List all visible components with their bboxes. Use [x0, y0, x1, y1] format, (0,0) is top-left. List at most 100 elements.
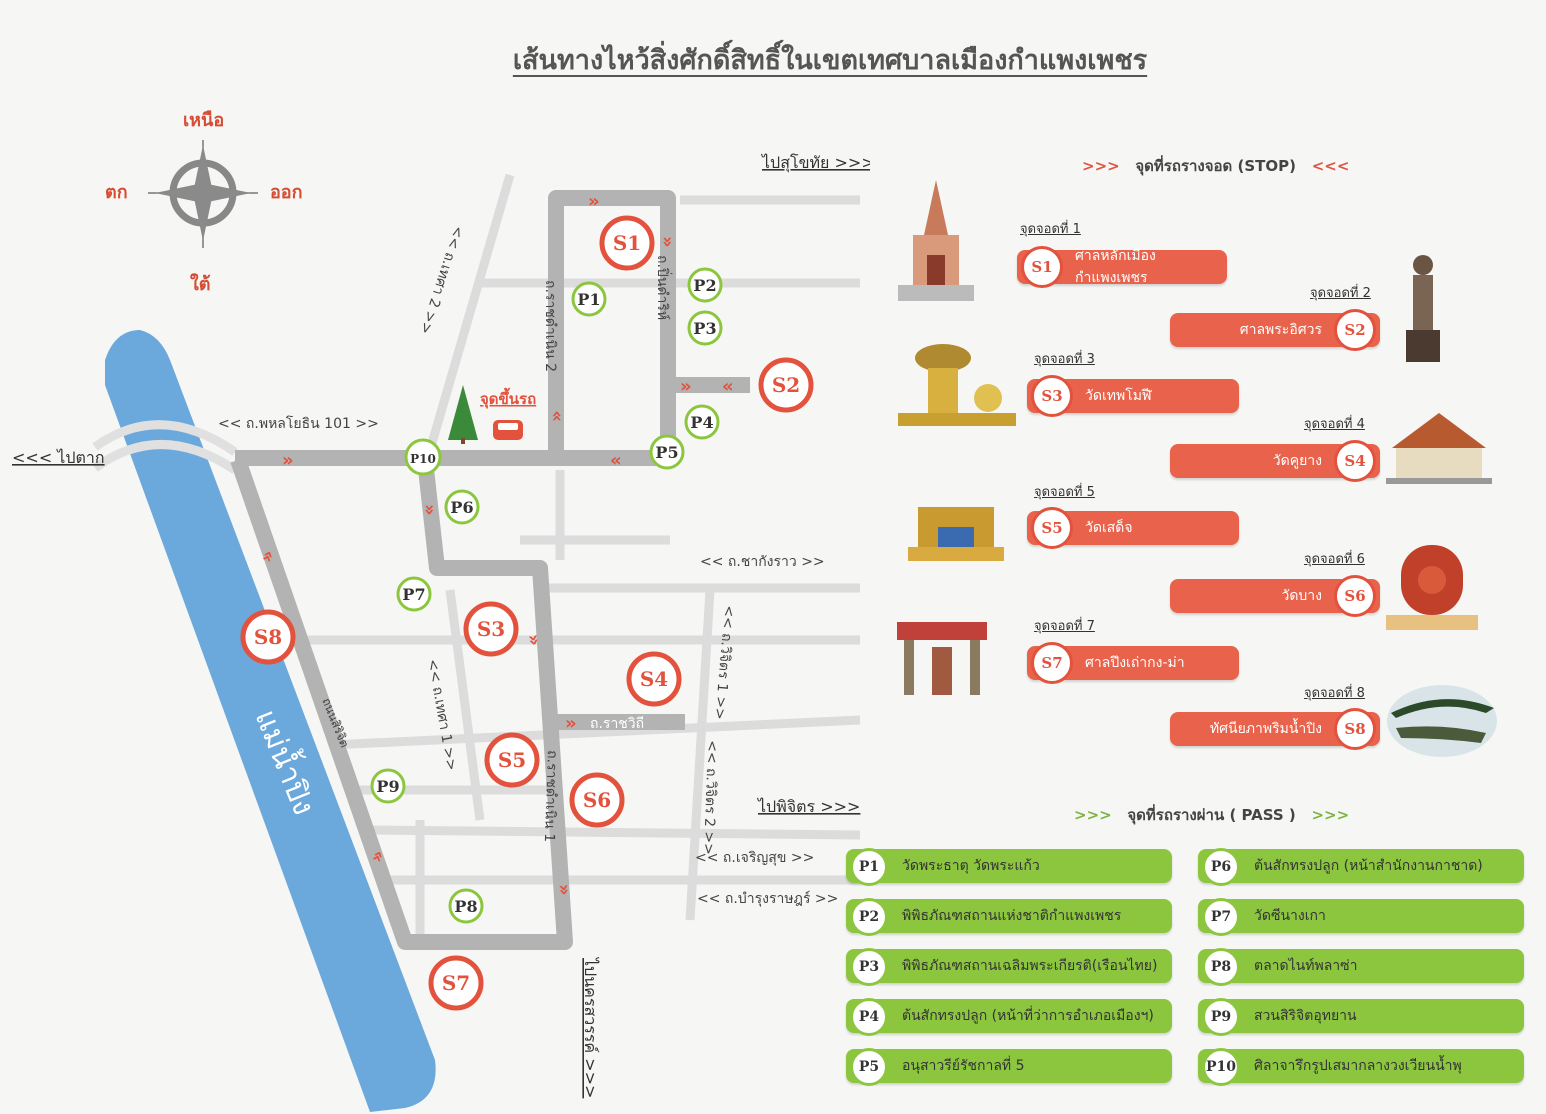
pass-badge: P3 — [850, 948, 888, 986]
road-ratchadamnoen2: ถ.ราชดำเนิน 2 — [542, 280, 558, 372]
stop-label-s8: จุดจอดที่ 8 — [1304, 686, 1365, 701]
stop-label-s4: จุดจอดที่ 4 — [1304, 417, 1365, 432]
stop-item-s7[interactable]: ศาลปึงเถ่ากง-ม่า S7 — [1027, 642, 1239, 684]
pass-name: วัดพระธาตุ วัดพระแก้ว — [902, 858, 1040, 874]
stop-name: ศาลปึงเถ่ากง-ม่า — [1085, 655, 1185, 671]
pass-item-p3[interactable]: P3 พิพิธภัณฑสถานเฉลิมพระเกียรติ(เรือนไทย) — [846, 948, 1172, 986]
road-thesa2: << ถ.เทศา 2 >> — [416, 224, 466, 336]
compass-south: ใต้ — [190, 273, 210, 295]
map-pass-p10[interactable]: P10 — [404, 438, 442, 476]
pass-name: พิพิธภัณฑสถานเฉลิมพระเกียรติ(เรือนไทย) — [902, 958, 1158, 974]
road-ratchadamnoen1: ถ.ราชดำเนิน 1 — [541, 750, 560, 843]
map-stop-s2[interactable]: S2 — [758, 357, 814, 413]
map-stop-s7[interactable]: S7 — [428, 955, 484, 1011]
stop-name: วัดเทพโมฬี — [1085, 388, 1152, 404]
stop-name: ศาลพระอิศวร — [1239, 322, 1322, 338]
bridge — [92, 420, 238, 474]
map-pass-p2[interactable]: P2 — [687, 267, 723, 303]
map-pass-label: P8 — [454, 897, 477, 916]
pass-name: ต้นสักทรงปลูก (หน้าที่ว่าการอำเภอเมืองฯ) — [902, 1008, 1154, 1024]
pickup-point: จุดขึ้นรถ — [448, 385, 536, 444]
map-pass-p7[interactable]: P7 — [396, 576, 432, 612]
map-stop-s1[interactable]: S1 — [599, 215, 655, 271]
stop-badge: S7 — [1031, 642, 1073, 684]
svg-text:»: » — [588, 191, 600, 212]
shiva-statue-photo — [1406, 255, 1440, 362]
stop-item-s3[interactable]: วัดเทพโมฬีS3 — [1027, 375, 1239, 417]
compass-east: ออก — [270, 182, 303, 203]
map-pass-label: P3 — [693, 319, 716, 338]
road-phahol: << ถ.พหลโยธิน 101 >> — [218, 415, 379, 432]
pass-badge: P8 — [1202, 948, 1240, 986]
map-stop-label: S2 — [772, 373, 800, 397]
pass-item-p5[interactable]: P5 อนุสาวรีย์รัชกาลที่ 5 — [846, 1048, 1172, 1086]
direction-nakhonsawan: ไปนครสวรรค์ >>> — [581, 956, 600, 1098]
pass-name: วัดซีนางเกา — [1254, 908, 1326, 924]
stop-name: วัดคูยาง — [1272, 453, 1322, 469]
route-arrows: » » » « « » » » » » » » » — [256, 191, 734, 897]
stop-badge: S4 — [1334, 440, 1376, 482]
stop-arrows-left: >>> — [1082, 157, 1120, 175]
pass-arrows-right: >>> — [1311, 806, 1350, 824]
road-bamrung: << ถ.บำรุงราษฎร์ >> — [697, 890, 838, 907]
stop-item-s4[interactable]: วัดคูยาง S4 — [1170, 440, 1380, 482]
pass-name: อนุสาวรีย์รัชกาลที่ 5 — [902, 1058, 1025, 1074]
road-ratchawithi: ถ.ราชวิถี — [590, 716, 644, 732]
map-pass-p1[interactable]: P1 — [571, 281, 607, 317]
map-stop-label: S8 — [254, 625, 282, 649]
map-pass-label: P4 — [690, 413, 713, 432]
map-pass-p3[interactable]: P3 — [687, 310, 723, 346]
temple-4-photo — [1386, 413, 1492, 484]
map-pass-label: P9 — [376, 777, 399, 796]
stop-arrows-right: <<< — [1311, 157, 1350, 175]
map-stop-s6[interactable]: S6 — [569, 772, 625, 828]
pass-name: พิพิธภัณฑสถานแห่งชาติกำแพงเพชร — [902, 908, 1122, 924]
pass-badge: P10 — [1202, 1048, 1240, 1086]
map-stop-s5[interactable]: S5 — [484, 732, 540, 788]
stop-label-s6: จุดจอดที่ 6 — [1304, 552, 1365, 567]
svg-text:»: » — [522, 632, 545, 647]
temple-5-photo — [908, 507, 1004, 561]
stop-section-text: จุดที่รถรางจอด (STOP) — [1135, 157, 1297, 175]
svg-text:«: « — [722, 376, 734, 397]
stop-name: วัดเสด็จ — [1085, 520, 1133, 536]
tree-icon — [448, 385, 478, 440]
stop-name: ทัศนียภาพริมน้ำปิง — [1209, 721, 1322, 737]
pass-badge: P5 — [850, 1048, 888, 1086]
pass-section-title: >>> จุดที่รถรางผ่าน ( PASS ) >>> — [1074, 803, 1349, 827]
road-wichit2: << ถ.วิจิตร 2 >> — [700, 740, 720, 855]
svg-text:»: » — [657, 236, 678, 248]
pass-badge: P9 — [1202, 998, 1240, 1036]
stop-section-title: >>> จุดที่รถรางจอด (STOP) <<< — [1082, 154, 1349, 178]
map-pass-label: P7 — [402, 585, 425, 604]
map-pass-p5[interactable]: P5 — [649, 434, 685, 470]
map-pass-p9[interactable]: P9 — [370, 768, 406, 804]
stop-name: วัดบาง — [1281, 588, 1322, 604]
page-title: เส้นทางไหว้สิ่งศักดิ์สิทธิ์ในเขตเทศบาลเม… — [512, 45, 1148, 76]
stop-label-s7: จุดจอดที่ 7 — [1034, 619, 1095, 634]
compass-north: เหนือ — [183, 110, 224, 131]
map-stop-s8[interactable]: S8 — [240, 609, 296, 665]
direction-tak: <<< ไปตาก — [12, 448, 105, 467]
map-pass-p8[interactable]: P8 — [448, 888, 484, 924]
map-stop-s3[interactable]: S3 — [463, 601, 519, 657]
map-pass-p4[interactable]: P4 — [684, 404, 720, 440]
pass-name: ต้นสักทรงปลูก (หน้าสำนักงานกาชาด) — [1254, 858, 1483, 874]
map-pass-p6[interactable]: P6 — [444, 489, 480, 525]
map-stop-s4[interactable]: S4 — [626, 651, 682, 707]
